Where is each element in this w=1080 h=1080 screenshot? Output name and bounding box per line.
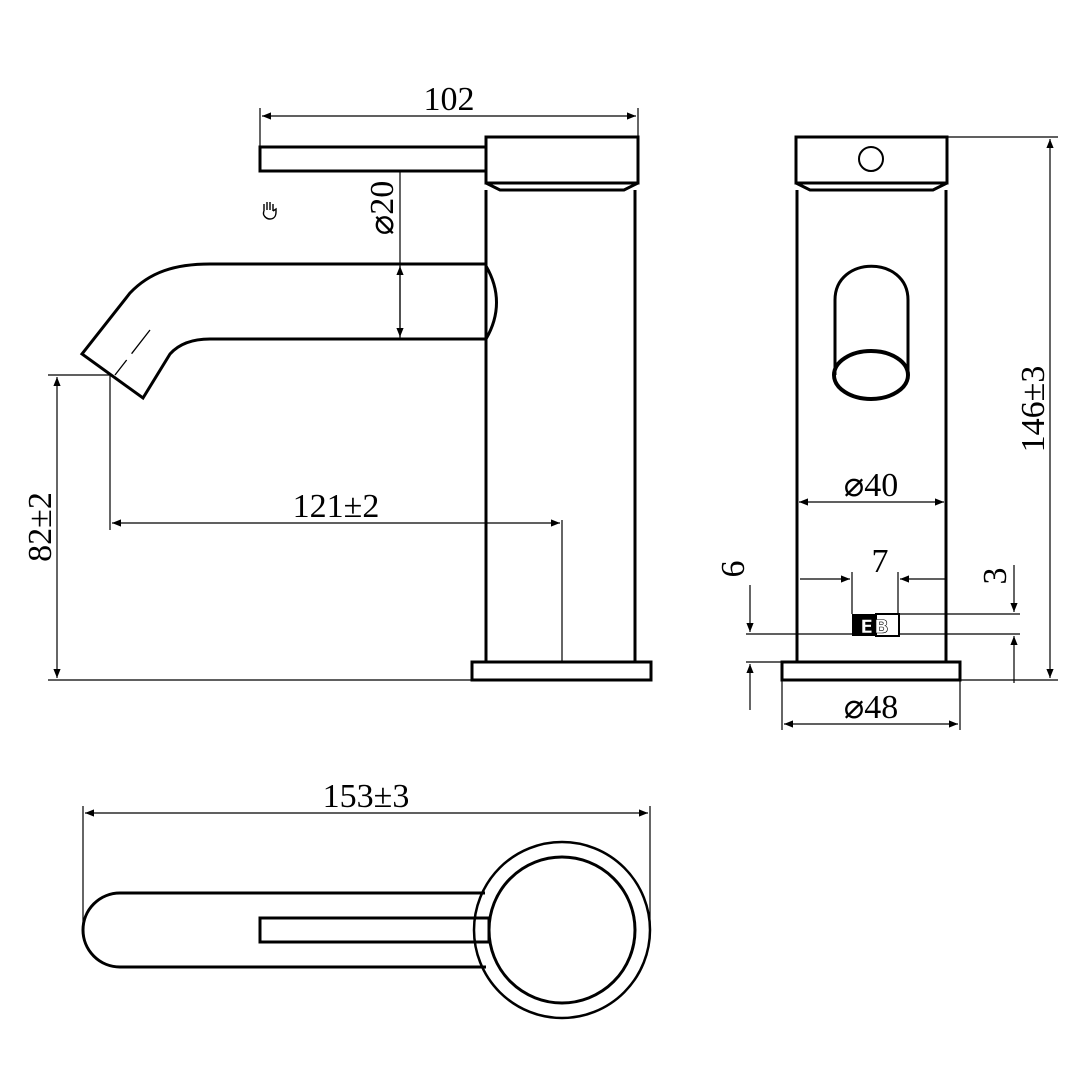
top-body-circle — [487, 855, 637, 1005]
brand-mark-block — [852, 614, 875, 636]
dim-48-ext — [781, 680, 961, 730]
dim-label-total-height: 146±3 — [1015, 366, 1052, 453]
faucet-body — [484, 190, 637, 662]
dim-label-mark-height: 3 — [977, 568, 1014, 585]
top-handle-lever — [258, 916, 491, 944]
top-spout-mask — [486, 895, 496, 965]
spout-outlet — [833, 264, 910, 375]
dim-label-spout-reach: 121±2 — [293, 488, 380, 525]
handle-cap — [484, 135, 640, 185]
side-view: 102 ⌀20 121±2 82±2 — [22, 81, 653, 682]
dim-82-ext — [48, 374, 472, 681]
dim-7-ext — [851, 572, 899, 614]
top-spout-outline — [81, 891, 486, 969]
dim-label-mark-offset: 6 — [715, 561, 752, 578]
dim-line-102-ext — [259, 108, 639, 147]
aerator-mesh — [832, 349, 910, 401]
cap-bevel — [485, 181, 639, 192]
front-cap — [794, 135, 949, 185]
cap-indicator — [858, 146, 884, 172]
dim-label-overall-length: 153±3 — [323, 778, 410, 815]
handle-lever — [258, 145, 488, 173]
dim-label-handle-length: 102 — [424, 81, 475, 118]
dim-146-ext — [947, 136, 1058, 681]
front-cap-bevel — [795, 181, 948, 192]
dim-3-ext — [899, 613, 1020, 635]
top-base-circle — [472, 840, 652, 1020]
front-body — [795, 190, 948, 662]
spout-centerline — [114, 329, 151, 376]
dim-121-ext — [109, 375, 563, 662]
dim-label-spout-height: 82±2 — [22, 492, 59, 562]
dim-label-base-diameter: ⌀48 — [844, 689, 898, 726]
brand-mark-text: EB — [860, 616, 889, 638]
dim-153-ext — [82, 806, 651, 930]
dim-label-mark-width: 7 — [872, 543, 889, 580]
brand-mark: EB — [852, 613, 900, 638]
hand-icon — [262, 202, 277, 220]
top-view: 153±3 — [81, 778, 652, 1020]
faucet-base — [470, 660, 653, 682]
brand-mark-outline — [875, 613, 900, 637]
dim-label-handle-diameter: ⌀20 — [364, 181, 401, 235]
front-base — [780, 660, 962, 682]
spout — [79, 262, 498, 401]
dim-6-ext — [746, 633, 852, 663]
dim-label-body-diameter: ⌀40 — [844, 467, 898, 504]
front-view: EB ⌀40 7 6 3 146±3 ⌀48 — [715, 135, 1058, 730]
